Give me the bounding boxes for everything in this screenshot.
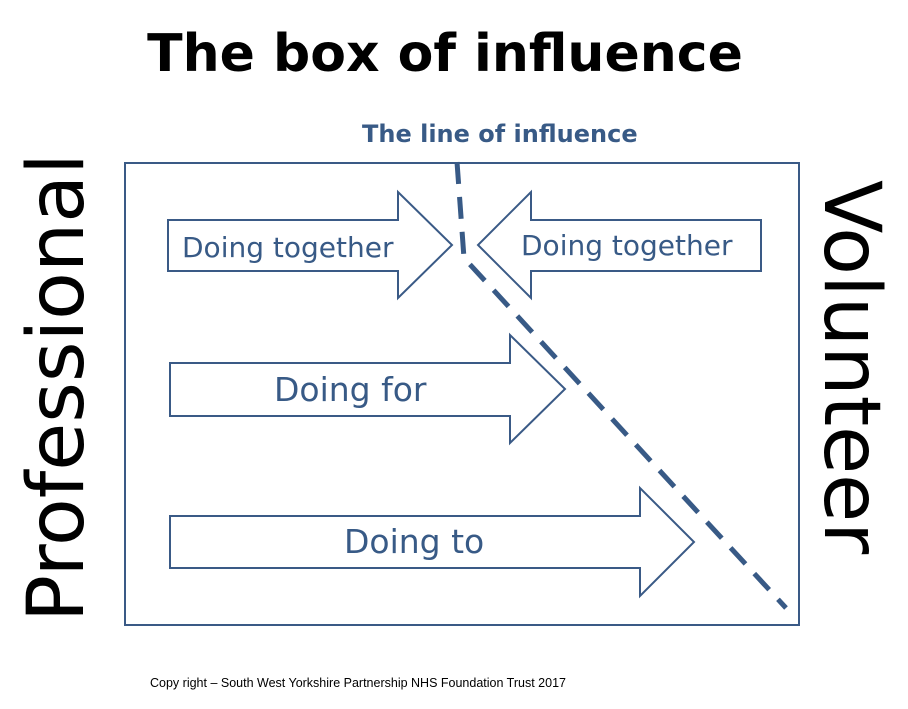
arrow-doing-together-right — [476, 189, 762, 301]
copyright-notice: Copy right – South West Yorkshire Partne… — [150, 676, 566, 690]
arrow-label: Doing together — [182, 231, 394, 264]
professional-label: Professional — [12, 153, 102, 622]
arrow-doing-together-left — [167, 189, 454, 301]
line-of-influence-label: The line of influence — [362, 120, 638, 148]
volunteer-label: Volunteer — [806, 180, 896, 555]
diagram-title: The box of influence — [147, 24, 743, 84]
arrow-label: Doing to — [344, 522, 485, 561]
arrow-doing-for — [169, 332, 567, 446]
arrow-label: Doing together — [521, 229, 733, 262]
arrow-doing-to — [169, 485, 696, 599]
influence-box — [124, 162, 800, 626]
arrow-label: Doing for — [274, 370, 427, 409]
